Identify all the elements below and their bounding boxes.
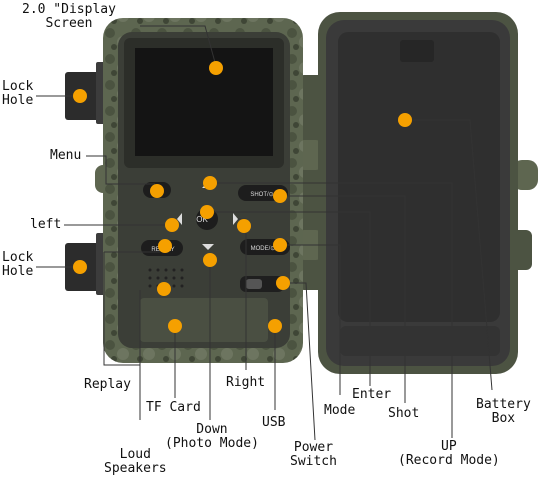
battery-clip [400,40,434,62]
label-left: left [30,218,61,232]
marker-menu [150,184,164,198]
label-loud-speakers: Loud Speakers [104,448,167,476]
marker-up [203,176,217,190]
marker-lock-bottom [73,260,87,274]
marker-mode [273,238,287,252]
shot-button-label: SHOT/⊙ [250,192,273,198]
mode-button-label: MODE/⊙ [251,246,276,252]
label-tf-card: TF Card [146,401,201,415]
label-up: UP (Record Mode) [398,440,500,468]
marker-battery [398,113,412,127]
marker-shot [273,189,287,203]
label-shot: Shot [388,407,419,421]
label-usb: USB [262,416,285,430]
label-mode: Mode [324,404,355,418]
marker-display [209,61,223,75]
marker-power [276,276,290,290]
battery-cavity [338,32,500,322]
marker-enter [200,205,214,219]
label-enter: Enter [352,388,391,402]
marker-replay [158,239,172,253]
label-down: Down (Photo Mode) [165,423,259,451]
power-switch-slider[interactable] [246,279,262,289]
battery-lip [340,326,500,356]
display-screen [135,48,273,156]
marker-down [203,253,217,267]
marker-usb [268,319,282,333]
label-lock-hole-bottom: Lock Hole [2,251,33,279]
label-menu: Menu [50,149,81,163]
marker-right [237,219,251,233]
label-replay: Replay [84,378,131,392]
label-lock-hole-top: Lock Hole [2,80,33,108]
label-right: Right [226,376,265,390]
label-display: 2.0 "Display Screen [22,3,116,31]
label-power-switch: Power Switch [290,441,337,469]
marker-speakers [157,282,171,296]
label-battery-box: Battery Box [476,398,531,426]
marker-tfcard [168,319,182,333]
marker-left [165,218,179,232]
lower-port-cover [140,298,268,342]
marker-lock-top [73,89,87,103]
